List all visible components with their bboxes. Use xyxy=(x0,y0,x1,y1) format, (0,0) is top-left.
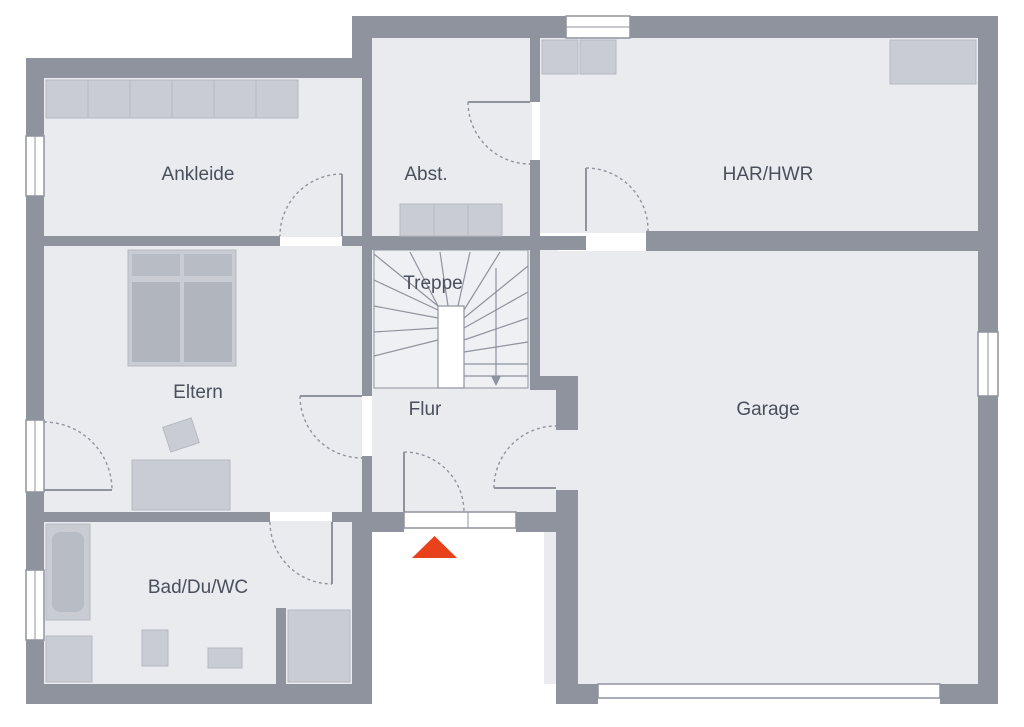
wall xyxy=(332,512,372,522)
wardrobe-unit xyxy=(87,79,131,119)
staircase xyxy=(373,249,529,389)
floor-garage xyxy=(544,251,978,684)
stair-well xyxy=(437,305,465,389)
shelf-unit xyxy=(433,203,469,237)
wardrobe-unit xyxy=(213,79,257,119)
room-label-abst: Abst. xyxy=(404,164,447,185)
mattress xyxy=(132,282,180,362)
wardrobe-unit xyxy=(171,79,215,119)
wardrobe-unit xyxy=(45,79,89,119)
room-label-flur: Flur xyxy=(409,399,442,420)
wall xyxy=(362,36,372,246)
wall xyxy=(556,376,578,430)
chair xyxy=(162,417,200,453)
wall xyxy=(352,512,372,704)
garage-door xyxy=(597,683,941,699)
pillow xyxy=(184,254,232,276)
wall xyxy=(362,456,372,516)
wall xyxy=(556,490,578,704)
windows xyxy=(25,15,999,699)
wall xyxy=(646,231,978,251)
pillow xyxy=(132,254,180,276)
room-label-har-hwr: HAR/HWR xyxy=(723,164,814,185)
wall xyxy=(516,512,558,532)
wall xyxy=(362,246,372,396)
shower xyxy=(45,635,93,683)
wardrobe-unit xyxy=(129,79,173,119)
fixtures xyxy=(45,39,977,683)
wall xyxy=(530,160,540,250)
wall xyxy=(940,684,998,704)
wall xyxy=(352,16,998,38)
wall xyxy=(26,684,372,704)
room-label-garage: Garage xyxy=(736,399,799,420)
wall xyxy=(44,512,270,522)
wall xyxy=(26,58,44,704)
walls xyxy=(26,16,998,704)
bathtub-basin xyxy=(52,532,84,612)
wall xyxy=(26,58,364,78)
entrance-triangle-icon xyxy=(412,536,457,558)
shelf-unit xyxy=(467,203,503,237)
room-label-bad: Bad/Du/WC xyxy=(148,577,248,598)
washer xyxy=(541,39,579,75)
stair-direction-arrow-icon xyxy=(491,376,501,386)
room-label-eltern: Eltern xyxy=(173,382,223,403)
shelf-unit xyxy=(399,203,435,237)
room-label-ankleide: Ankleide xyxy=(162,164,235,185)
wall xyxy=(342,236,372,246)
front-door-frame xyxy=(403,511,517,529)
room-label-treppe: Treppe xyxy=(403,273,463,294)
dryer xyxy=(579,39,617,75)
wall xyxy=(372,236,586,250)
doors xyxy=(43,101,649,585)
wall xyxy=(530,36,540,102)
wall xyxy=(530,250,540,390)
mattress xyxy=(184,282,232,362)
wall xyxy=(44,236,280,246)
toilet xyxy=(141,629,169,667)
utility-cabinet xyxy=(889,39,977,85)
wardrobe-unit xyxy=(255,79,299,119)
room-labels: Ankleide Abst. HAR/HWR Treppe Eltern Flu… xyxy=(148,164,814,598)
sink xyxy=(207,647,243,669)
desk xyxy=(131,459,231,511)
shower-tray xyxy=(287,609,351,683)
wall xyxy=(276,608,286,684)
